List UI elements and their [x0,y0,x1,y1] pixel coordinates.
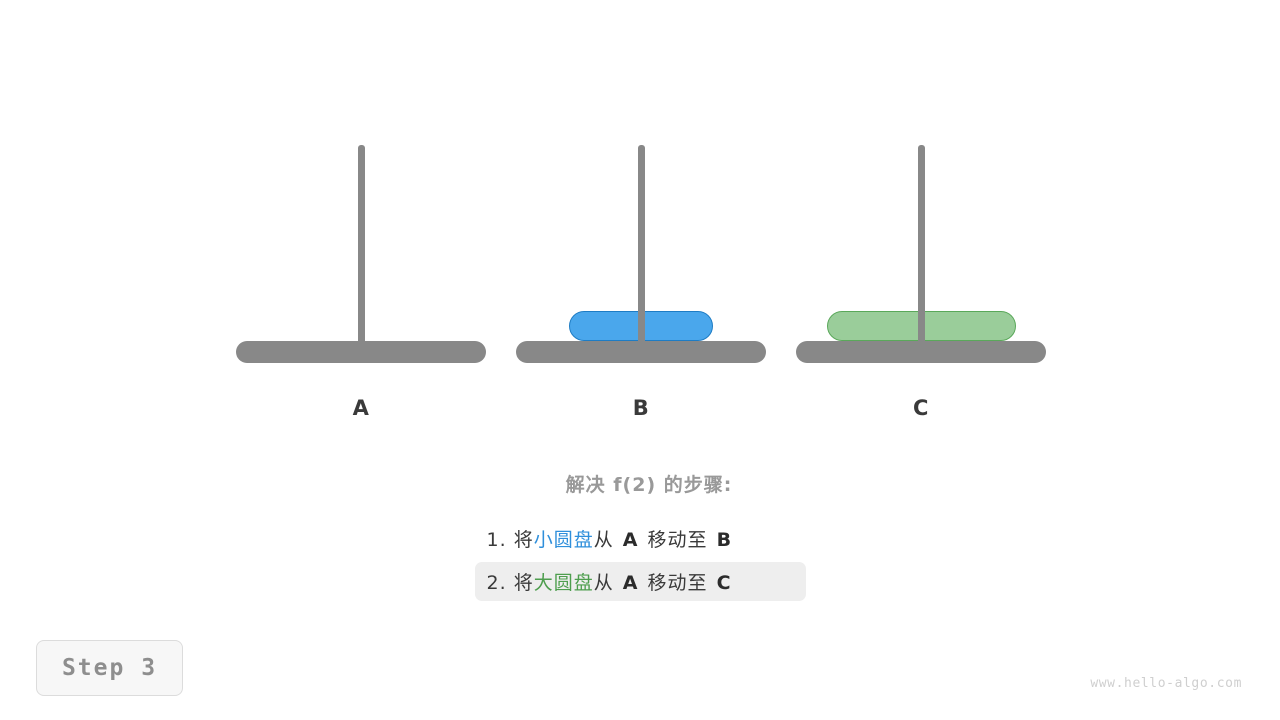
step-disc-name: 小圆盘 [533,529,594,551]
step-row: 1. 将小圆盘从 A 移动至 B [475,519,806,558]
pillar-b-label: B [632,396,650,420]
step-action: 移动至 [647,572,708,594]
step-lead: 将 [513,572,534,594]
step-action: 移动至 [647,529,708,551]
step-target-peg: C [716,572,732,594]
step-number: 1. [486,529,507,551]
pillar-a: A [236,0,486,440]
pillar-b: B [516,0,766,440]
pillar-c: C [796,0,1046,440]
step-source-peg: A [622,572,639,594]
pillar-c-base [796,341,1046,363]
step-disc-name: 大圆盘 [533,572,594,594]
step-source-peg: A [622,529,639,551]
pillar-a-rod [357,145,365,344]
pillar-c-label: C [913,396,929,420]
step-middle: 从 [593,529,614,551]
step-number: 2. [486,572,507,594]
watermark: www.hello-algo.com [1090,676,1242,691]
pillar-b-rod [637,145,645,344]
step-row: 2. 将大圆盘从 A 移动至 C [474,562,806,601]
pillar-c-rod [917,145,925,344]
step-middle: 从 [593,572,614,594]
step-lead: 将 [513,529,534,551]
explanation-block: 解决 f(2) 的步骤: 1. 将小圆盘从 A 移动至 B 2. 将大圆盘从 A… [0,470,1280,605]
hanoi-tower-stage: A B C [236,0,1046,440]
step-list: 1. 将小圆盘从 A 移动至 B 2. 将大圆盘从 A 移动至 C [0,519,1280,601]
pillar-a-label: A [352,396,370,420]
step-badge: Step 3 [36,640,183,696]
step-target-peg: B [716,529,733,551]
pillar-a-base [236,341,486,363]
pillar-b-base [516,341,766,363]
steps-title: 解决 f(2) 的步骤: [565,474,733,496]
